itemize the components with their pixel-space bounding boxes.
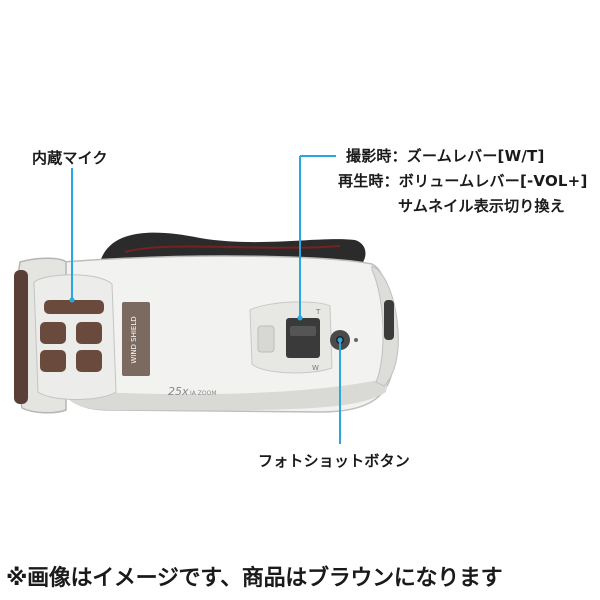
zoom-lever[interactable] <box>286 318 320 358</box>
image-note: ※画像はイメージです、商品はブラウンになります <box>6 566 503 591</box>
zoom-marking: 25x <box>168 385 189 398</box>
zoom-marking-sub: IA ZOOM <box>190 390 217 397</box>
wind-shield-text: WIND SHIELD <box>130 316 138 363</box>
volume-lever-label: 再生時：ボリュームレバー[-VOL+] <box>338 172 588 190</box>
built-in-mic-label: 内蔵マイク <box>32 149 108 167</box>
mic-grille <box>40 350 66 372</box>
wind-shield-badge <box>122 302 150 376</box>
mic-grille <box>76 350 102 372</box>
lens-ring <box>14 270 28 404</box>
mic-grille <box>76 322 102 344</box>
mic-grille <box>44 300 104 314</box>
zoom-lever-label: 撮影時：ズームレバー[W/T] <box>346 147 545 165</box>
mode-switch[interactable] <box>257 325 275 353</box>
mic-grille <box>40 322 66 344</box>
lever-t-label: T <box>315 308 321 316</box>
rear-control <box>384 300 394 340</box>
photo-shot-button-label: フォトショットボタン <box>258 452 411 470</box>
lever-w-label: W <box>312 364 319 372</box>
thumbnail-switch-label: サムネイル表示切り換え <box>398 197 565 215</box>
